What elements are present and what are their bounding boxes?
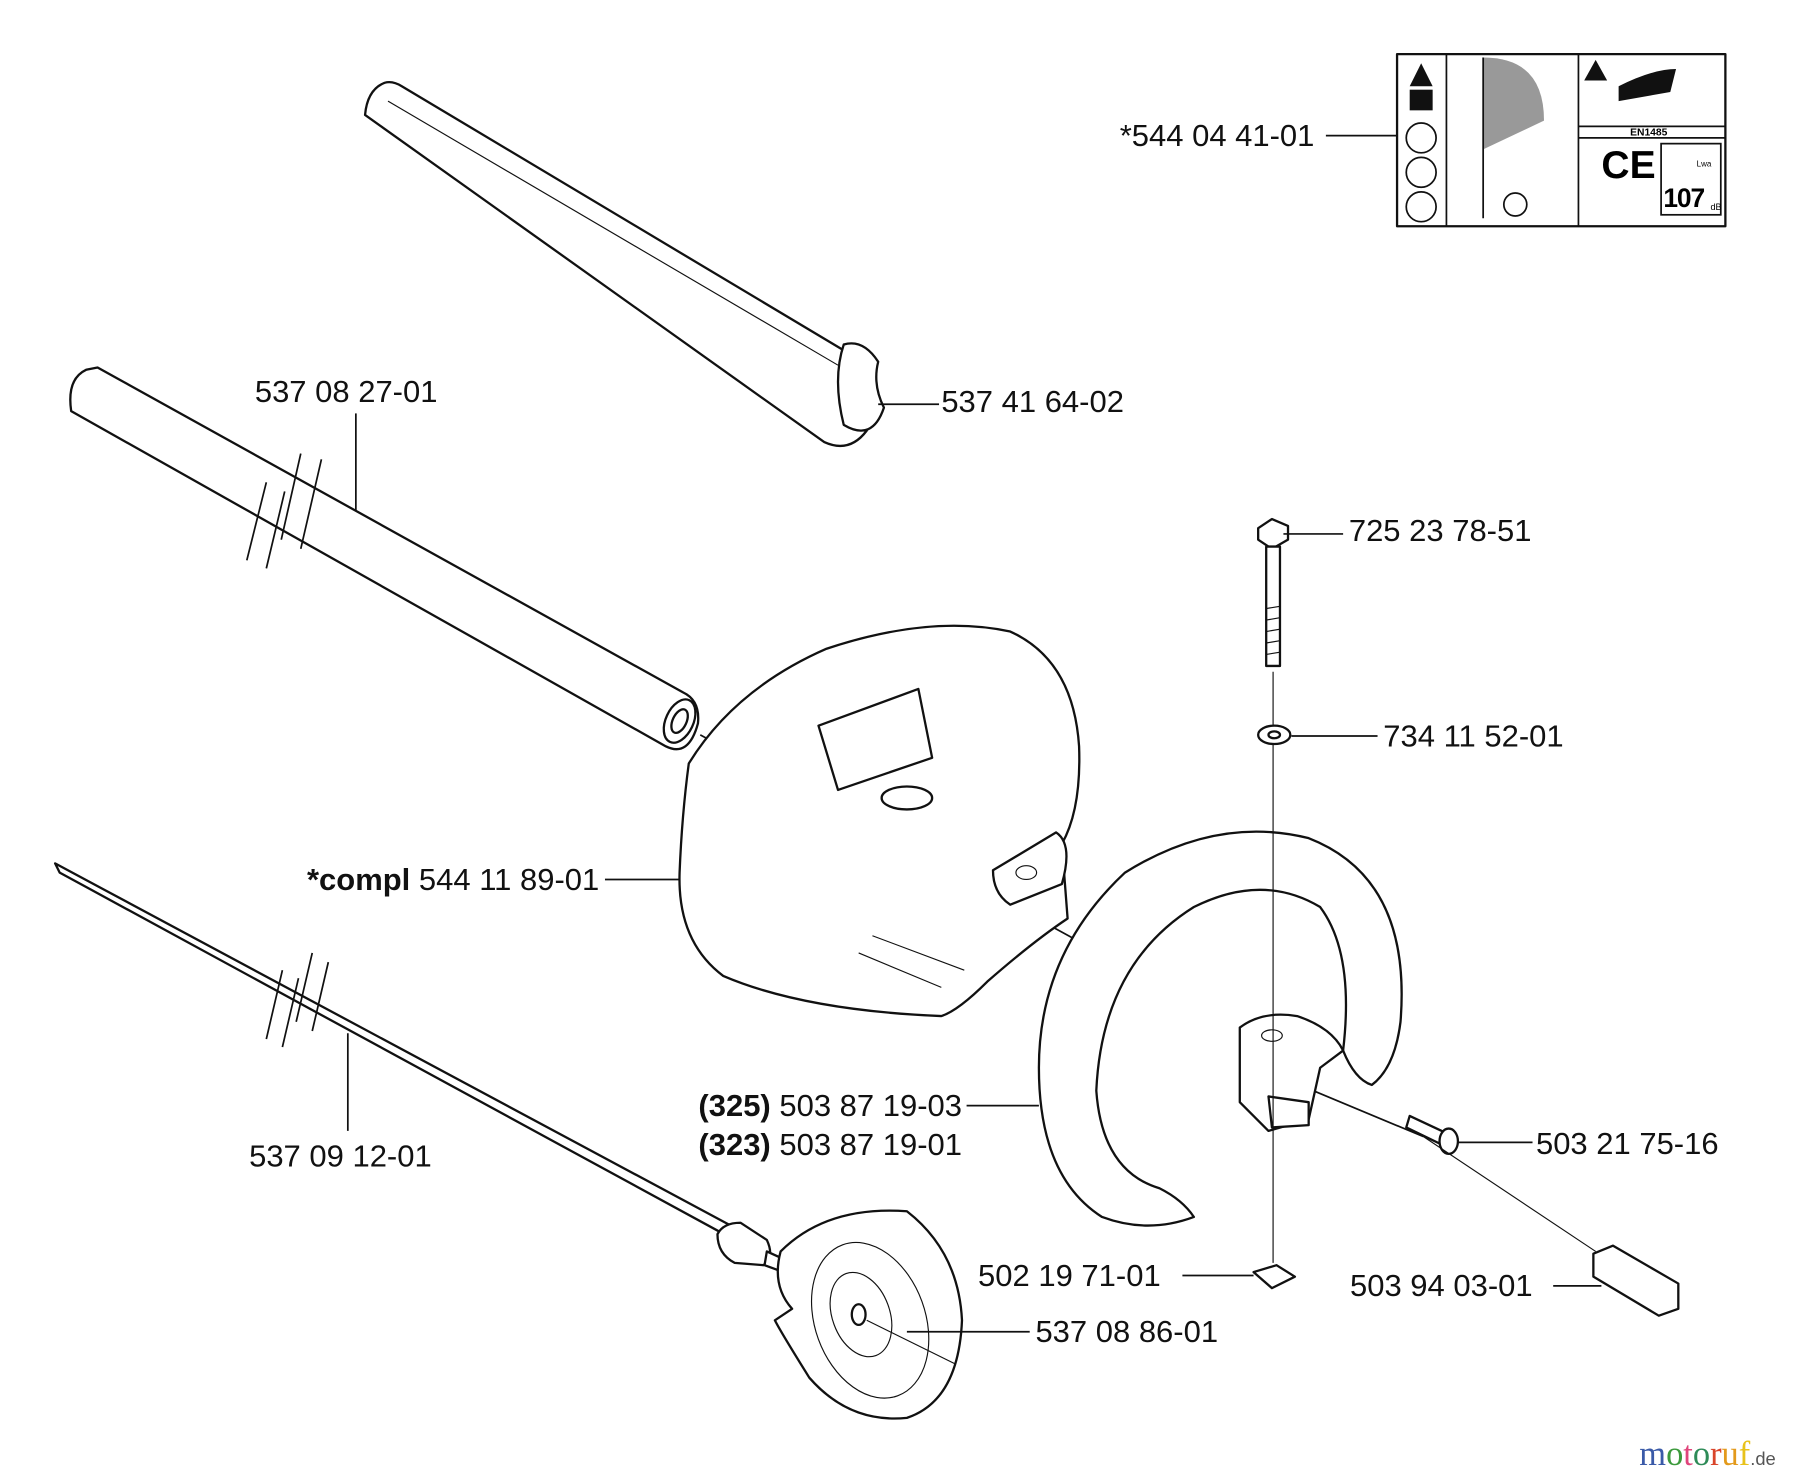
decal-lwa: Lwa — [1697, 160, 1712, 169]
cover — [773, 1209, 964, 1420]
label-guard-group: *compl 544 11 89-01 — [307, 862, 599, 897]
motoruf-logo: motoruf.de — [1639, 1435, 1775, 1473]
square-nut — [1252, 1264, 1297, 1290]
label-handle-b: 503 87 19-01 — [779, 1127, 962, 1162]
label-washer: 734 11 52-01 — [1383, 718, 1563, 753]
label-handle-b-group: (323) 503 87 19-01 — [698, 1127, 962, 1162]
svg-text:motoruf.de: motoruf.de — [1639, 1435, 1775, 1473]
decal-standard: EN1485 — [1630, 128, 1668, 139]
label-shaft: 537 09 12-01 — [249, 1138, 432, 1173]
decal-unit: dB — [1710, 202, 1721, 212]
label-nut: 502 19 71-01 — [978, 1258, 1161, 1293]
leader-lines — [346, 134, 1602, 1333]
label-tube-inner: 537 08 27-01 — [255, 374, 438, 409]
label-guard: 544 11 89-01 — [419, 862, 599, 897]
loop-handle — [1037, 830, 1403, 1227]
label-decal: *544 04 41-01 — [1120, 118, 1315, 153]
label-handle-a-group: (325) 503 87 19-03 — [698, 1088, 962, 1123]
bolt — [1257, 517, 1290, 1263]
screw — [1405, 1114, 1460, 1155]
clip — [1423, 1136, 1680, 1317]
label-clip: 503 94 03-01 — [1350, 1268, 1533, 1303]
label-handle-a: 503 87 19-03 — [779, 1088, 962, 1123]
label-bolt: 725 23 78-51 — [1349, 513, 1532, 548]
svg-text:CE: CE — [1601, 144, 1655, 187]
label-handle-b-prefix: (323) — [698, 1127, 770, 1162]
label-screw: 503 21 75-16 — [1536, 1126, 1719, 1161]
label-handle-a-prefix: (325) — [698, 1088, 770, 1123]
label-guard-prefix: *compl — [307, 862, 410, 897]
label-tube-outer: 537 41 64-02 — [941, 384, 1124, 419]
label-cover: 537 08 86-01 — [1035, 1314, 1218, 1349]
inner-tube — [69, 366, 700, 751]
decal-sound-level: 107 — [1663, 183, 1704, 213]
guard — [678, 624, 1081, 1018]
outer-tube — [363, 81, 886, 448]
warning-decal: EN1485 CE 107 dB Lwa — [1395, 52, 1727, 228]
